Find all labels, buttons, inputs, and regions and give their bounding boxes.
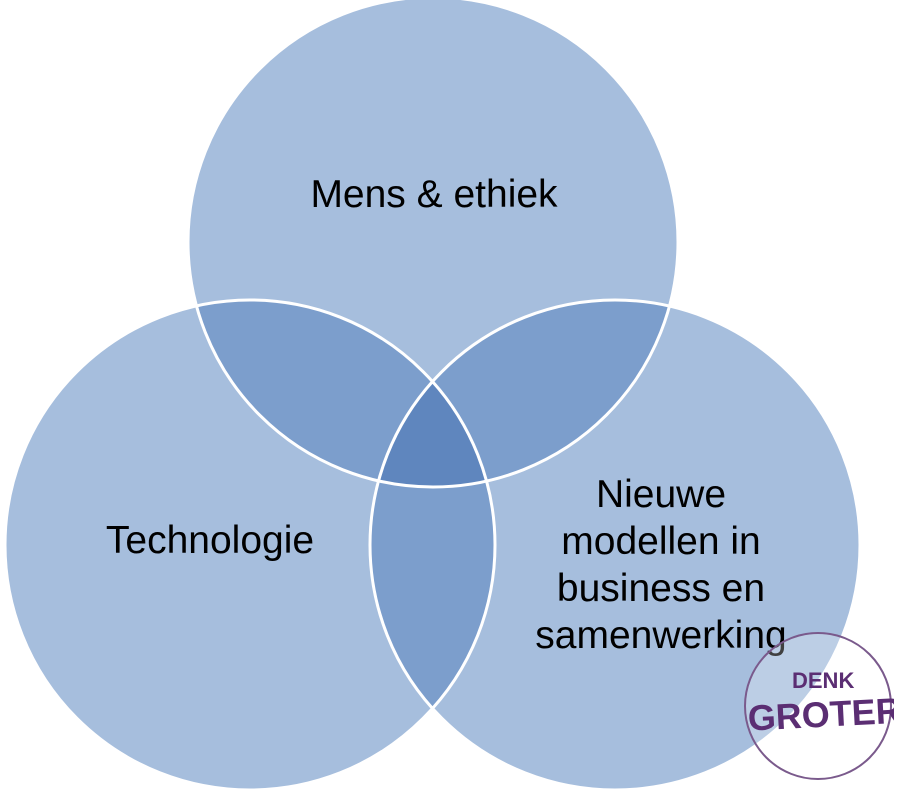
label-mens-ethiek: Mens & ethiek	[310, 173, 558, 216]
label-technologie: Technologie	[105, 519, 315, 562]
label-line: business en	[556, 567, 766, 610]
label-line: Nieuwe	[595, 473, 727, 516]
overlap-top-left	[188, 300, 495, 487]
label-line: samenwerking	[535, 614, 787, 657]
label-nieuwe-modellen: Nieuwe modellen in business en samenwerk…	[496, 471, 826, 659]
label-line: modellen in	[561, 520, 761, 563]
circle-left-outline	[3, 298, 497, 789]
circle-top-outline	[186, 0, 680, 489]
circle-right-outline	[368, 298, 862, 789]
overlap-top-right	[370, 300, 678, 487]
logo-text-denk: DENK	[792, 668, 854, 693]
logo-text-groter: GROTER	[747, 690, 894, 739]
denk-groter-logo: DENK GROTER	[744, 632, 894, 780]
logo-ring	[744, 632, 892, 780]
